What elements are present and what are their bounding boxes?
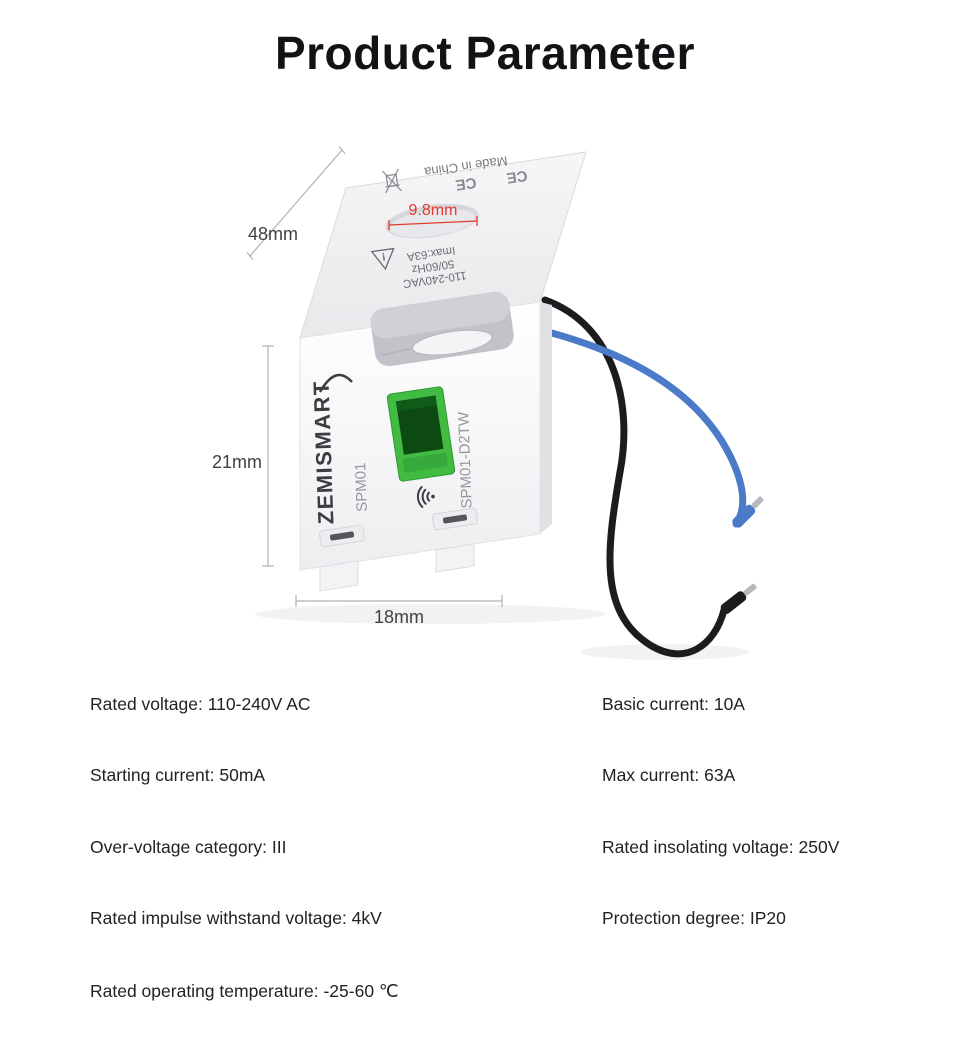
- housing-button: [412, 329, 493, 356]
- blue-terminal-pin: [751, 496, 764, 509]
- device-foot-right: [435, 543, 475, 573]
- din-slot-right: [431, 507, 479, 531]
- product-illustration: Made in China CE CE ! 110-240VAC 50/60Hz…: [212, 146, 764, 660]
- front-face-print: ZEMISMART SPM01 SPM01-D2TW: [308, 373, 476, 525]
- ce-mark-1: CE: [454, 174, 477, 194]
- width-dimension-label: 18mm: [374, 607, 424, 627]
- dim-tick: [338, 146, 346, 154]
- device-right-edge: [540, 302, 552, 534]
- spec-insolating-voltage: Rated insolating voltage: 250V: [602, 837, 840, 857]
- spec-rated-voltage: Rated voltage: 110-240V AC: [90, 694, 311, 714]
- black-terminal-pin: [743, 583, 757, 596]
- depth-dimension-label: 48mm: [248, 224, 298, 244]
- brand-swoosh-icon: [318, 373, 353, 393]
- spec-operating-temperature: Rated operating temperature: -25-60 ℃: [90, 981, 399, 1001]
- blue-terminal-sleeve: [732, 504, 756, 528]
- model-label-side: SPM01: [352, 462, 371, 512]
- depth-dimension-line: [249, 149, 343, 257]
- warning-exclamation: !: [381, 250, 386, 262]
- rating-frequency: 50/60Hz: [411, 257, 455, 275]
- wifi-icon: [416, 485, 435, 508]
- ce-mark-2: CE: [505, 167, 528, 187]
- cable-housing: [370, 291, 514, 367]
- device-foot-left: [319, 560, 359, 592]
- terminal-block-window: [395, 395, 444, 455]
- din-slot-left: [318, 524, 366, 548]
- page-title: Product Parameter: [274, 27, 696, 79]
- blue-wire-terminal: [732, 496, 764, 528]
- dimension-annotations: [246, 146, 503, 607]
- brand-logo: ZEMISMART: [308, 380, 338, 525]
- height-dimension-label: 21mm: [212, 452, 262, 472]
- box-shadow: [255, 604, 605, 624]
- black-wire-terminal: [720, 583, 757, 614]
- terminal-block-window-top: [395, 395, 437, 412]
- warning-triangle-icon: !: [370, 247, 395, 271]
- weee-icon: [382, 168, 402, 194]
- blue-wire: [544, 328, 747, 528]
- hole-dimension-line: [388, 220, 478, 226]
- hole-diameter-label: 9.8mm: [409, 202, 458, 219]
- spec-impulse-voltage: Rated impulse withstand voltage: 4kV: [90, 908, 382, 928]
- hole-dimension: 9.8mm: [388, 202, 478, 230]
- black-wire: [541, 296, 728, 658]
- model-label-front: SPM01-D2TW: [455, 411, 475, 509]
- spec-starting-current: Starting current: 50mA: [90, 765, 266, 785]
- spec-over-voltage-category: Over-voltage category: III: [90, 837, 287, 857]
- spec-max-current: Max current: 63A: [602, 765, 736, 785]
- spec-protection-degree: Protection degree: IP20: [602, 908, 786, 928]
- terminal-block-slot: [402, 452, 448, 473]
- spec-basic-current: Basic current: 10A: [602, 694, 745, 714]
- black-terminal-sleeve: [720, 591, 747, 614]
- terminal-block: [386, 386, 456, 482]
- housing-button-stem: [381, 347, 411, 357]
- dim-tick: [246, 252, 254, 260]
